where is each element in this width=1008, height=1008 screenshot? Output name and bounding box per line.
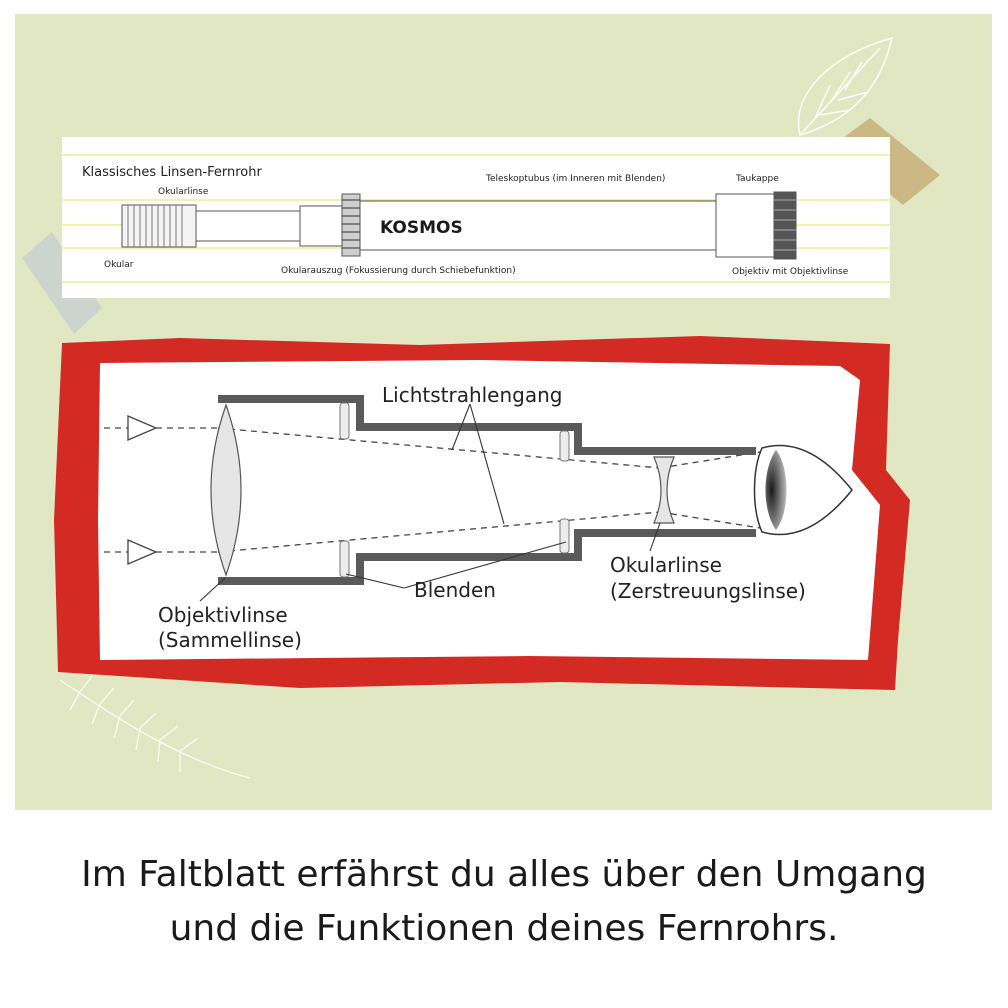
label-eyepiece: Okular bbox=[104, 260, 134, 270]
light-ray-arrow-icon bbox=[127, 539, 158, 565]
label-baffles: Blenden bbox=[414, 578, 496, 602]
eyepiece-body bbox=[121, 204, 197, 248]
tube-wall-top bbox=[356, 395, 364, 427]
objective-ring bbox=[773, 191, 797, 260]
baffle bbox=[339, 540, 350, 578]
light-ray-arrow-icon bbox=[127, 415, 158, 441]
label-objective-lens-2: (Sammellinse) bbox=[158, 628, 302, 652]
caption-line-2: und die Funktionen deines Fernrohrs. bbox=[169, 908, 839, 949]
eyepiece-lens bbox=[653, 456, 675, 524]
label-objective: Objektiv mit Objektivlinse bbox=[732, 267, 849, 277]
baffle bbox=[559, 430, 570, 462]
eyepiece-tube bbox=[195, 210, 301, 242]
tube-wall-top bbox=[218, 395, 358, 403]
optics-diagram bbox=[104, 395, 853, 602]
main-tube bbox=[359, 200, 717, 251]
eye-icon bbox=[753, 444, 853, 536]
caption: Im Faltblatt erfährst du alles über den … bbox=[0, 848, 1008, 956]
tube-wall-top bbox=[356, 423, 578, 431]
tube-wall-bottom bbox=[574, 529, 582, 561]
baffle bbox=[559, 518, 570, 554]
telescope-drawing bbox=[121, 191, 797, 260]
label-eyepiece-lens-2: (Zerstreuungslinse) bbox=[610, 579, 806, 603]
tube-wall-bottom bbox=[218, 577, 358, 585]
fern-decoration-icon bbox=[59, 675, 251, 779]
label-eyepiece-lens-1: Okularlinse bbox=[610, 553, 722, 577]
tube-wall-bottom bbox=[356, 553, 578, 561]
strip-title: Klassisches Linsen-Fernrohr bbox=[82, 165, 262, 180]
focuser-ring bbox=[341, 193, 361, 257]
caption-line-1: Im Faltblatt erfährst du alles über den … bbox=[81, 854, 927, 895]
leaf-decoration-icon bbox=[797, 36, 894, 136]
tube-wall-bottom bbox=[356, 553, 364, 585]
tube-wall-top bbox=[574, 447, 756, 455]
label-tube: Teleskoptubus (im Inneren mit Blenden) bbox=[485, 174, 665, 184]
label-dew-cap: Taukappe bbox=[735, 174, 779, 184]
tube-wall-top bbox=[574, 423, 582, 451]
objective-lens bbox=[210, 403, 242, 577]
dew-cap bbox=[715, 193, 775, 258]
focuser bbox=[299, 205, 343, 247]
label-light-path: Lichtstrahlengang bbox=[382, 383, 563, 407]
label-eyepiece-lens: Okularlinse bbox=[158, 187, 209, 197]
kosmos-logo: KOSMOS bbox=[380, 218, 463, 238]
tube-wall-bottom bbox=[574, 529, 756, 537]
label-focuser: Okularauszug (Fokussierung durch Schiebe… bbox=[281, 266, 516, 276]
label-objective-lens-1: Objektivlinse bbox=[158, 603, 288, 627]
baffle bbox=[339, 402, 350, 440]
